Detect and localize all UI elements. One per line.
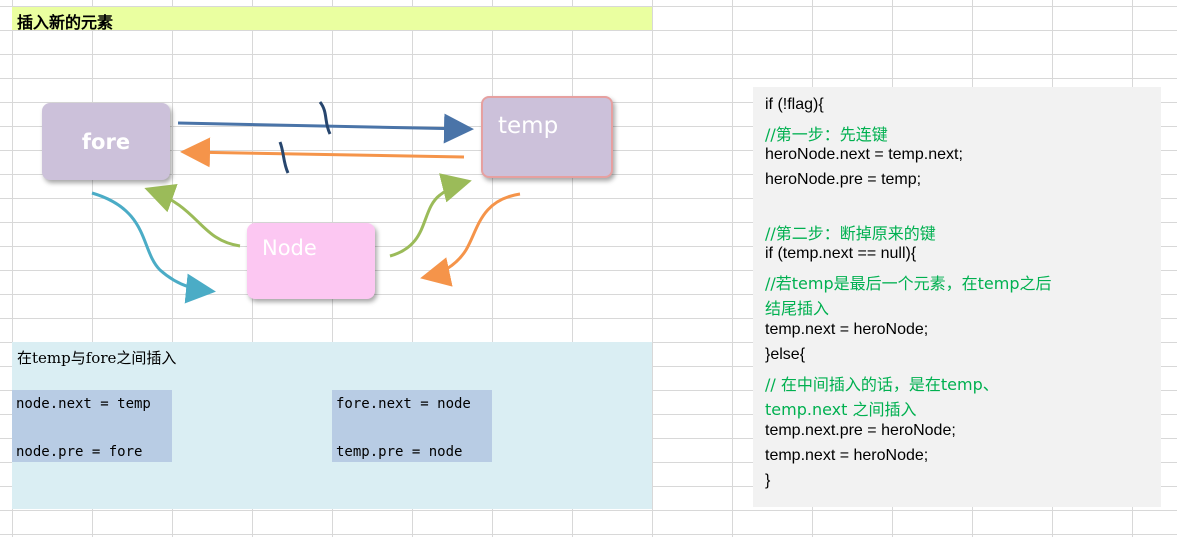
info-title: 在temp与fore之间插入: [17, 349, 177, 367]
code-line: if (!flag){: [765, 96, 824, 113]
code-box-right-line1: fore.next = node: [336, 396, 471, 412]
code-line: heroNode.next = temp.next;: [765, 146, 963, 163]
arrow-temp-to-node: [420, 192, 521, 287]
cut-mark-pre: [278, 141, 290, 174]
arrow-fore-to-node: [91, 191, 216, 304]
code-line: }: [765, 472, 771, 489]
code-comment-line: temp.next 之间插入: [765, 400, 917, 419]
code-box-right[interactable]: fore.next = node temp.pre = node: [332, 390, 492, 462]
sheet-title: 插入新的元素: [17, 13, 114, 32]
arrow-fore-to-temp: [177, 113, 474, 144]
code-comment-line: 结尾插入: [765, 299, 830, 318]
node-temp[interactable]: temp: [481, 96, 613, 178]
cut-mark-next: [318, 101, 332, 135]
code-comment-line: //第一步：先连键: [765, 125, 888, 144]
code-box-right-line2: temp.pre = node: [336, 444, 463, 460]
arrow-node-to-temp: [389, 173, 472, 258]
code-comment-line: //若temp是最后一个元素，在temp之后: [765, 274, 1052, 293]
arrow-node-to-fore: [144, 184, 241, 248]
node-fore[interactable]: fore: [42, 103, 170, 180]
code-line: temp.next = heroNode;: [765, 447, 929, 464]
code-box-left-line1: node.next = temp: [16, 396, 151, 412]
arrow-temp-to-fore: [180, 137, 465, 168]
title-cell-highlight[interactable]: [12, 7, 652, 30]
code-line: temp.next.pre = heroNode;: [765, 422, 956, 439]
code-panel[interactable]: if (!flag){ //第一步：先连键 heroNode.next = te…: [753, 87, 1161, 507]
code-line: temp.next = heroNode;: [765, 321, 929, 338]
code-line: }else{: [765, 346, 806, 363]
node-fore-label: fore: [81, 130, 131, 154]
code-line: if (temp.next == null){: [765, 245, 917, 262]
code-comment-line: //第二步：断掉原来的键: [765, 224, 936, 243]
node-new[interactable]: Node: [247, 223, 375, 299]
code-box-left[interactable]: node.next = temp node.pre = fore: [12, 390, 172, 462]
node-temp-label: temp: [498, 113, 559, 139]
code-comment-line: // 在中间插入的话，是在temp、: [765, 375, 999, 394]
code-line: heroNode.pre = temp;: [765, 171, 922, 188]
node-new-label: Node: [262, 236, 317, 260]
code-box-left-line2: node.pre = fore: [16, 444, 143, 460]
